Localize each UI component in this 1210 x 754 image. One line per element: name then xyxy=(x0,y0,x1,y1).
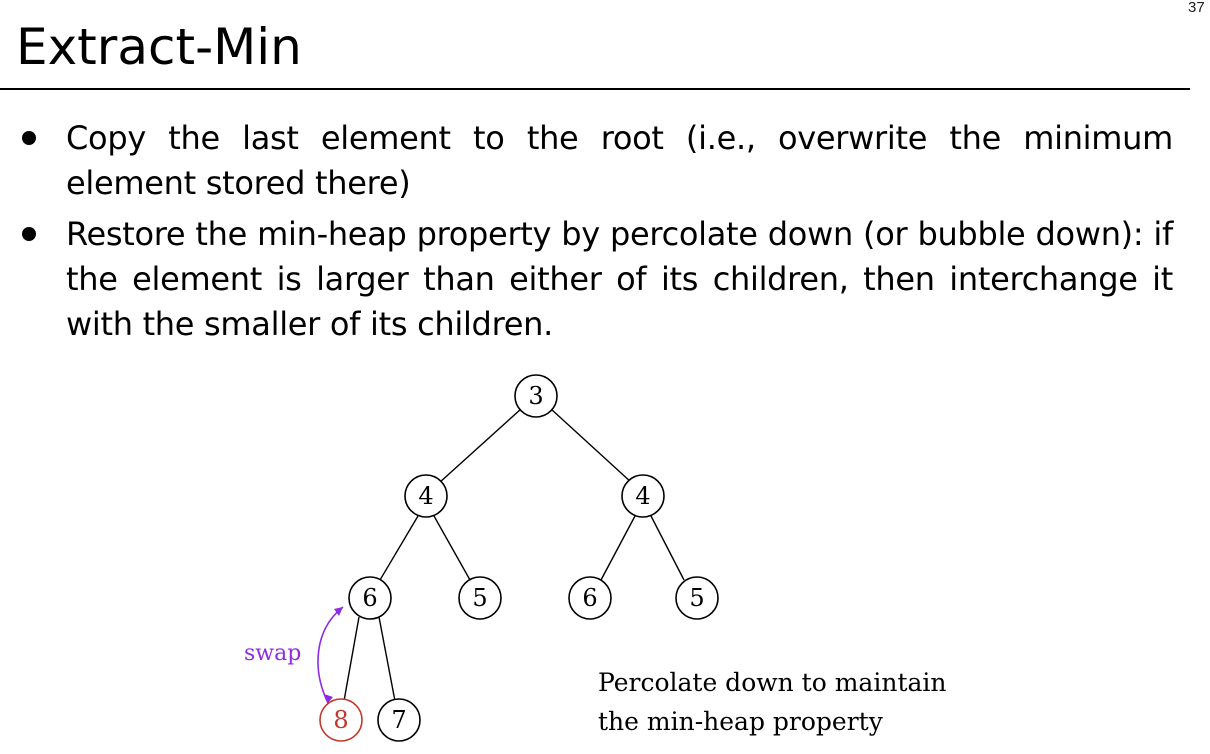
edge-4-5-left xyxy=(433,515,471,581)
swap-arrowhead-up-icon xyxy=(334,607,343,616)
edge-4-6-right xyxy=(600,515,636,581)
heap-node: 4 xyxy=(621,474,665,518)
node-label: 8 xyxy=(333,706,348,734)
node-label: 7 xyxy=(391,706,406,734)
bullet-dot-icon xyxy=(22,227,36,241)
edge-4-5-right xyxy=(650,515,685,581)
bullet-item: Restore the min-heap property by percola… xyxy=(18,212,1173,347)
heap-node: 4 xyxy=(404,474,448,518)
node-label: 6 xyxy=(582,584,597,612)
edge-6-7 xyxy=(378,616,396,702)
node-label: 4 xyxy=(635,482,650,510)
edge-4-6-left xyxy=(379,515,419,581)
bullet-text: Restore the min-heap property by percola… xyxy=(66,215,1173,343)
slide-title: Extract-Min xyxy=(16,18,302,76)
heap-node: 5 xyxy=(675,576,719,620)
swap-arrow xyxy=(317,606,344,704)
heap-node: 7 xyxy=(377,698,421,742)
bullet-dot-icon xyxy=(22,131,36,145)
heap-node: 5 xyxy=(458,576,502,620)
node-label: 3 xyxy=(528,382,543,410)
page-number: 37 xyxy=(1188,0,1205,16)
edge-3-4-left xyxy=(438,408,522,484)
heap-node: 6 xyxy=(568,576,612,620)
node-label: 5 xyxy=(689,584,704,612)
heap-node-highlighted: 8 xyxy=(319,698,363,742)
edge-6-8 xyxy=(343,616,360,702)
bullet-list: Copy the last element to the root (i.e.,… xyxy=(18,116,1173,353)
edge-3-4-right xyxy=(550,408,633,484)
node-label: 6 xyxy=(362,584,377,612)
heap-node: 6 xyxy=(348,576,392,620)
bullet-text: Copy the last element to the root (i.e.,… xyxy=(66,119,1173,202)
node-label: 4 xyxy=(418,482,433,510)
node-label: 5 xyxy=(472,584,487,612)
swap-arrowhead-down-icon xyxy=(324,694,333,703)
title-divider xyxy=(0,88,1190,90)
swap-label: swap xyxy=(244,641,301,666)
heap-node: 3 xyxy=(514,374,558,418)
diagram-caption-line1: Percolate down to maintain xyxy=(598,668,947,697)
diagram-caption-line2: the min-heap property xyxy=(598,707,884,736)
bullet-item: Copy the last element to the root (i.e.,… xyxy=(18,116,1173,206)
